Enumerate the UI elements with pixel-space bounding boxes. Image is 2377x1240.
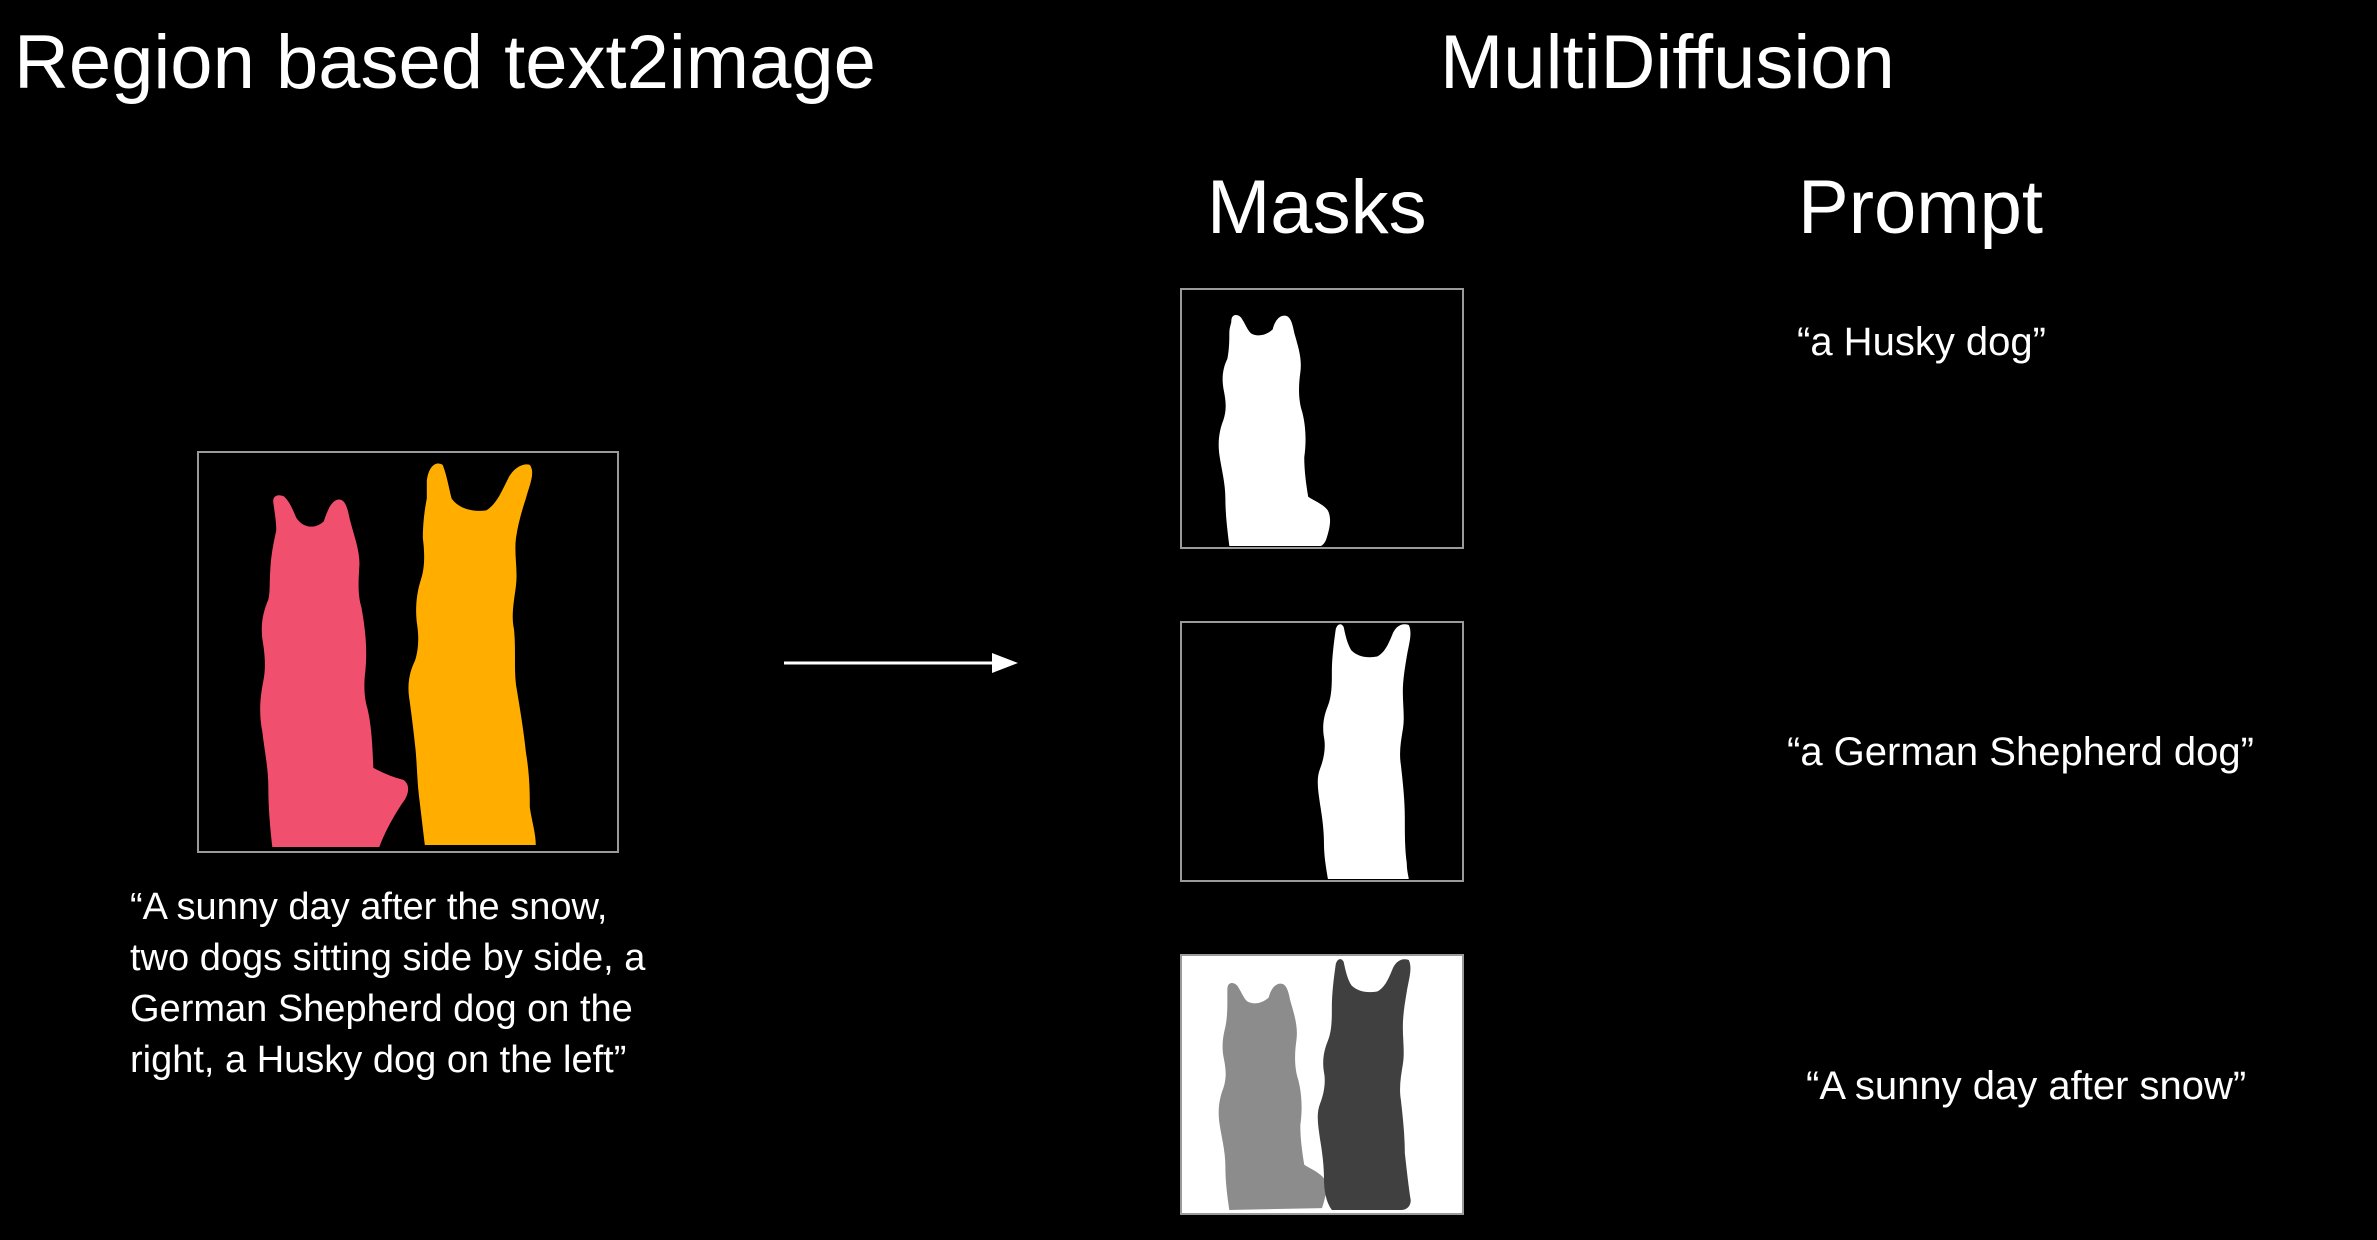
left-title: Region based text2image bbox=[14, 20, 876, 105]
arrow-icon bbox=[782, 645, 1022, 681]
shepherd-mask-shape bbox=[1317, 624, 1411, 880]
right-title: MultiDiffusion bbox=[1440, 20, 1895, 105]
caption-line: “A sunny day after the snow, bbox=[130, 886, 608, 928]
caption-line: right, a Husky dog on the left” bbox=[130, 1039, 627, 1081]
prompt-column-header: Prompt bbox=[1798, 165, 2043, 250]
husky-gray-shape bbox=[1218, 982, 1327, 1211]
source-segmentation-image bbox=[197, 451, 619, 853]
masks-column-header: Masks bbox=[1207, 165, 1427, 250]
source-caption: “A sunny day after the snow, two dogs si… bbox=[130, 882, 770, 1086]
shepherd-region bbox=[408, 463, 536, 846]
caption-line: German Shepherd dog on the bbox=[130, 988, 633, 1030]
source-background bbox=[199, 453, 617, 851]
prompt-background: “A sunny day after snow” bbox=[1806, 1064, 2247, 1108]
mask-husky bbox=[1180, 288, 1464, 549]
mask-german-shepherd bbox=[1180, 621, 1464, 882]
husky-mask-shape bbox=[1218, 314, 1331, 547]
prompt-husky: “a Husky dog” bbox=[1797, 320, 2046, 364]
shepherd-dark-shape bbox=[1317, 959, 1411, 1211]
caption-line: two dogs sitting side by side, a bbox=[130, 937, 646, 979]
prompt-german-shepherd: “a German Shepherd dog” bbox=[1787, 730, 2254, 774]
mask-background bbox=[1180, 954, 1464, 1215]
husky-region bbox=[260, 495, 409, 848]
